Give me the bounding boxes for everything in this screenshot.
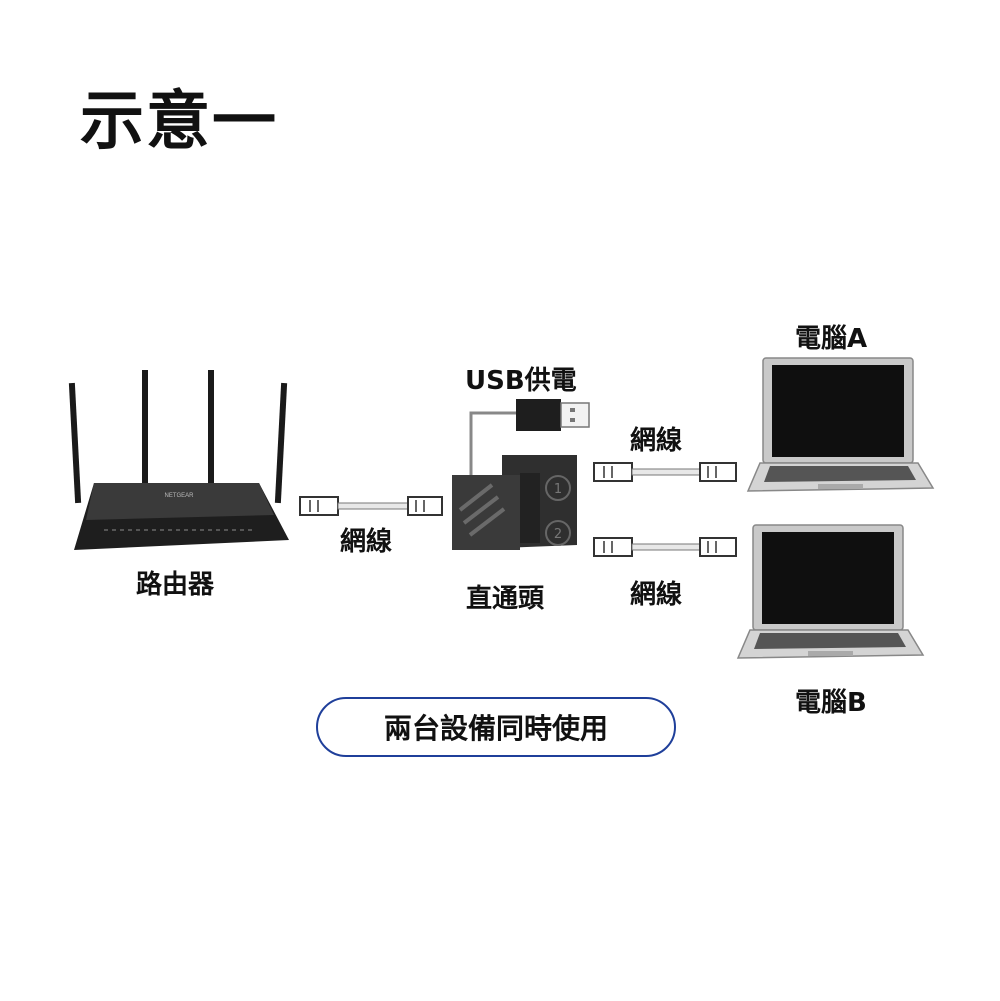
caption-pill: 兩台設備同時使用 (316, 697, 676, 757)
adapter-label: 直通頭 (466, 584, 545, 614)
usb-power-label: USB供電 (465, 366, 577, 396)
cable-left (299, 496, 443, 516)
laptop-b-illustration (736, 524, 925, 659)
router-brand: NETGEAR (164, 493, 194, 499)
adapter-port-2-number: 2 (554, 527, 562, 542)
laptop-a-illustration (746, 357, 935, 492)
cable-label-left: 網線 (340, 527, 393, 557)
pc-a-label: 電腦A (795, 324, 868, 354)
usb-plug-illustration (469, 399, 590, 475)
cable-bottom-right (593, 537, 737, 557)
adapter-port-1-number: 1 (554, 482, 562, 497)
router-label: 路由器 (136, 570, 215, 600)
router-illustration: NETGEAR (68, 370, 289, 550)
page-title: 示意一 (80, 85, 278, 159)
cable-top-right (593, 462, 737, 482)
cable-label-bottom-right: 網線 (630, 580, 683, 610)
adapter-illustration: 1 2 (452, 455, 577, 550)
cable-label-top-right: 網線 (630, 426, 683, 456)
pc-b-label: 電腦B (795, 688, 867, 718)
